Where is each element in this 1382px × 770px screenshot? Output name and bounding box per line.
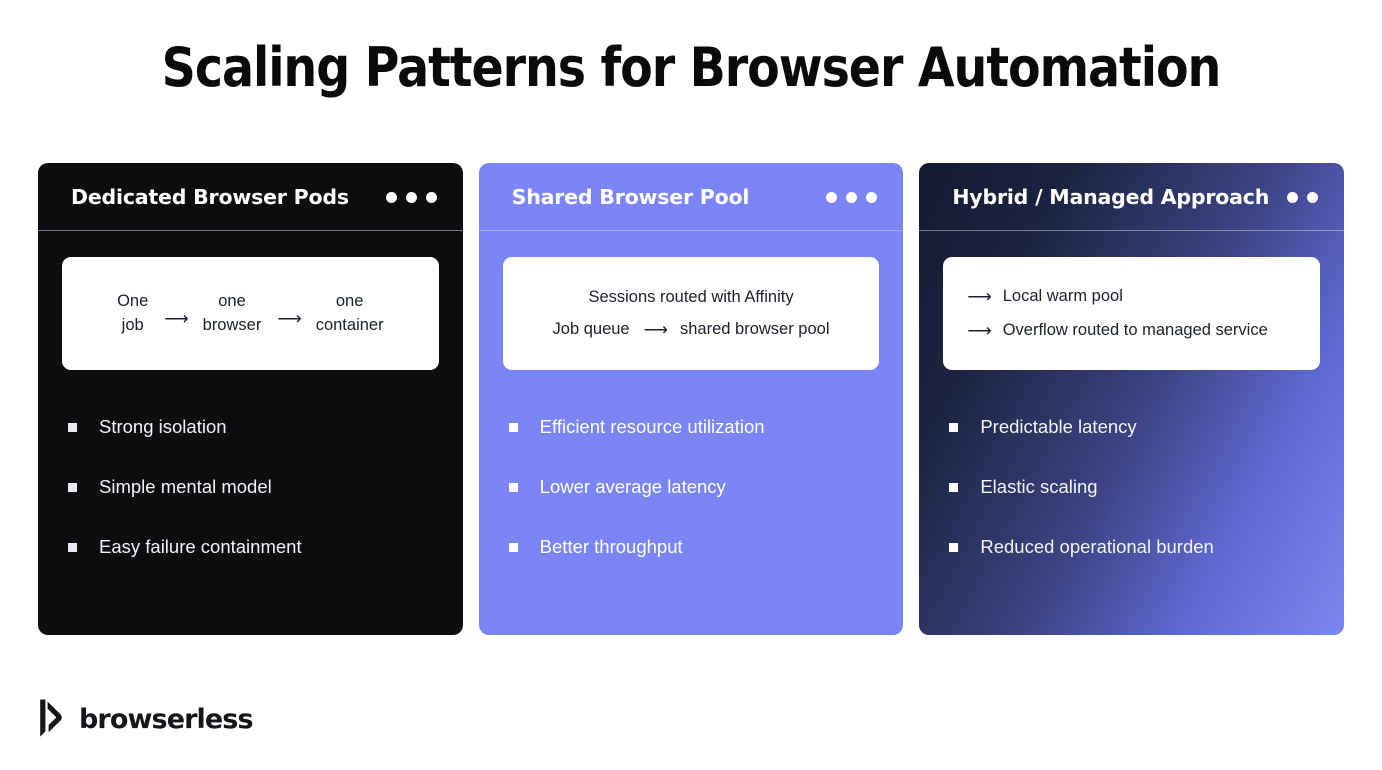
window-dots <box>826 191 881 203</box>
bullet-list: Strong isolation Simple mental model Eas… <box>62 416 439 558</box>
footer-brand: browserless <box>38 698 254 740</box>
dot-icon <box>846 191 858 203</box>
square-bullet-icon <box>508 542 518 552</box>
list-item: Reduced operational burden <box>949 536 1320 558</box>
dot-icon <box>1307 191 1319 203</box>
list-item-label: Efficient resource utilization <box>539 416 765 437</box>
list-item-label: Elastic scaling <box>980 476 1098 497</box>
square-bullet-icon <box>68 482 77 492</box>
arrow-right-icon: ⟶ <box>164 308 188 328</box>
list-item: Elastic scaling <box>949 476 1320 498</box>
list-item: Strong isolation <box>68 416 439 438</box>
card-title: Hybrid / Managed Approach <box>952 185 1270 209</box>
diagram-content: Sessions routed with Affinity Job queue … <box>521 288 862 340</box>
list-item: Efficient resource utilization <box>508 416 880 438</box>
square-bullet-icon <box>508 422 518 432</box>
list-item-label: Simple mental model <box>99 476 272 497</box>
diagram-row: ⟶ Overflow routed to managed service <box>967 321 1267 341</box>
flow-node: Job queue <box>552 320 630 338</box>
list-item-label: Predictable latency <box>980 416 1137 437</box>
list-item: Easy failure containment <box>68 536 439 558</box>
card-title: Shared Browser Pool <box>511 185 750 209</box>
dot-icon <box>1287 191 1299 203</box>
square-bullet-icon <box>68 422 77 432</box>
list-item-label: Better throughput <box>539 536 683 557</box>
card-body: One job ⟶ one browser ⟶ one container St… <box>38 231 463 635</box>
card-body: Sessions routed with Affinity Job queue … <box>479 231 904 635</box>
bullet-list: Efficient resource utilization Lower ave… <box>503 416 880 558</box>
list-item: Simple mental model <box>68 476 439 498</box>
dot-icon <box>405 191 417 203</box>
flow-node: one container <box>315 291 384 334</box>
square-bullet-icon <box>508 482 518 492</box>
brand-name: browserless <box>79 703 254 735</box>
list-item-label: Easy failure containment <box>99 536 302 557</box>
square-bullet-icon <box>949 482 959 492</box>
list-item: Predictable latency <box>949 416 1320 438</box>
arrow-right-icon: ⟶ <box>967 320 991 340</box>
diagram-flow: One job ⟶ one browser ⟶ one container <box>62 257 439 370</box>
dot-icon <box>385 191 397 203</box>
window-dots <box>1287 191 1322 203</box>
diagram-rows: ⟶ Local warm pool ⟶ Overflow routed to m… <box>943 257 1321 370</box>
card-title: Dedicated Browser Pods <box>71 185 349 209</box>
list-item-label: Strong isolation <box>99 416 227 437</box>
flow-node: shared browser pool <box>679 320 830 338</box>
cards-row: Dedicated Browser Pods One job ⟶ one bro… <box>38 163 1345 635</box>
list-item: Lower average latency <box>508 476 880 498</box>
list-item-label: Lower average latency <box>539 476 726 497</box>
flow-node: one browser <box>202 291 262 334</box>
card-hybrid-managed-approach[interactable]: Hybrid / Managed Approach ⟶ Local warm p… <box>919 163 1345 635</box>
dot-icon <box>425 191 437 203</box>
flow-sequence: One job ⟶ one browser ⟶ one container <box>80 290 421 338</box>
card-dedicated-browser-pods[interactable]: Dedicated Browser Pods One job ⟶ one bro… <box>38 163 463 635</box>
diagram-row-label: Overflow routed to managed service <box>1002 321 1268 339</box>
arrow-right-icon: ⟶ <box>643 319 668 339</box>
card-header: Hybrid / Managed Approach <box>919 163 1344 231</box>
flow-node: One job <box>117 291 149 334</box>
diagram-row-label: Local warm pool <box>1002 287 1123 305</box>
diagram-lines: Sessions routed with Affinity Job queue … <box>502 257 880 370</box>
square-bullet-icon <box>949 422 959 432</box>
bullet-list: Predictable latency Elastic scaling Redu… <box>943 416 1320 558</box>
window-dots <box>385 191 441 203</box>
square-bullet-icon <box>949 542 959 552</box>
card-header: Dedicated Browser Pods <box>38 163 463 231</box>
flow-sequence: Job queue ⟶ shared browser pool <box>553 320 830 340</box>
diagram-content: ⟶ Local warm pool ⟶ Overflow routed to m… <box>961 287 1302 341</box>
dot-icon <box>826 191 838 203</box>
square-bullet-icon <box>68 542 77 552</box>
page-title: Scaling Patterns for Browser Automation <box>161 36 1222 99</box>
browserless-logo-icon <box>40 699 62 737</box>
card-header: Shared Browser Pool <box>478 163 904 231</box>
diagram-caption: Sessions routed with Affinity <box>588 287 794 306</box>
card-shared-browser-pool[interactable]: Shared Browser Pool Sessions routed with… <box>478 163 904 635</box>
list-item-label: Reduced operational burden <box>980 536 1214 557</box>
diagram-row: ⟶ Local warm pool <box>967 287 1123 307</box>
arrow-right-icon: ⟶ <box>967 286 991 306</box>
dot-icon <box>866 191 878 203</box>
list-item: Better throughput <box>508 536 880 558</box>
arrow-right-icon: ⟶ <box>277 308 301 328</box>
card-body: ⟶ Local warm pool ⟶ Overflow routed to m… <box>919 231 1344 635</box>
